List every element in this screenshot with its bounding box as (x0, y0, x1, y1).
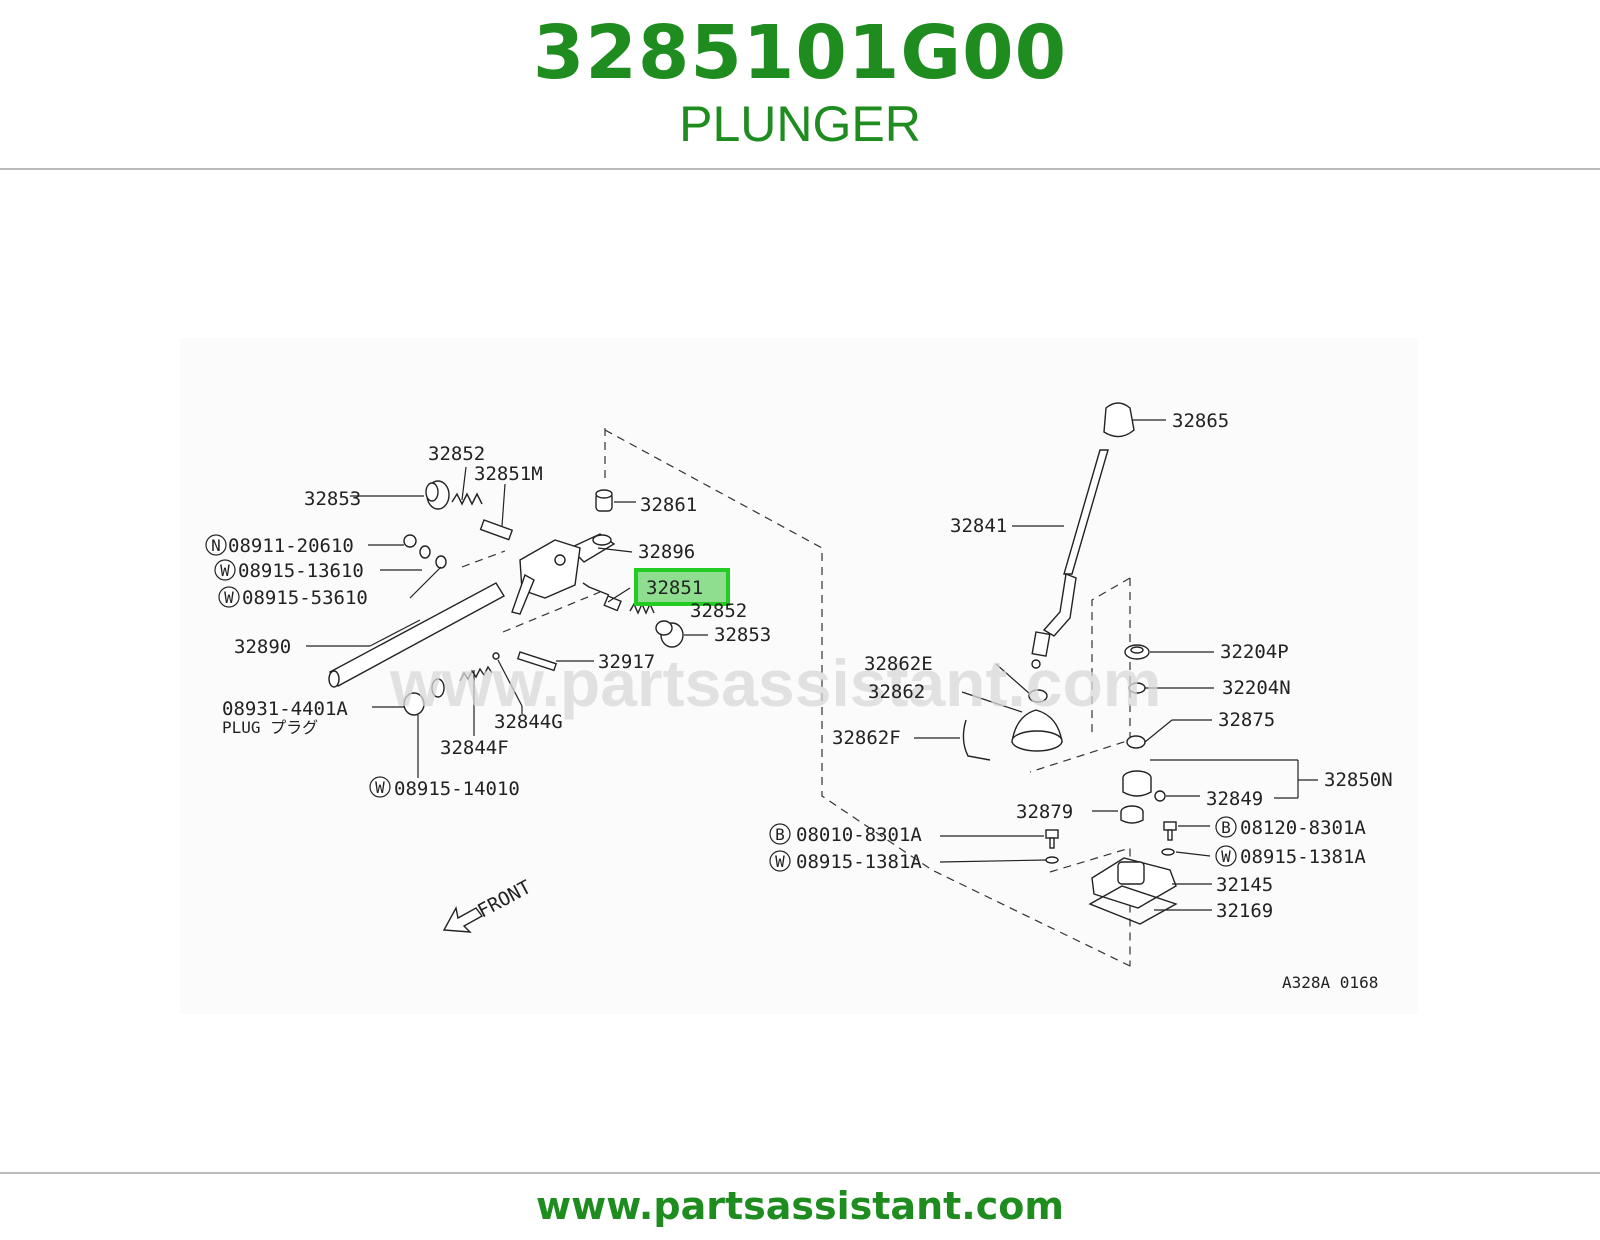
prefix-w: W (775, 852, 785, 871)
diagram-background (180, 338, 1418, 1014)
prefix-w: W (220, 561, 230, 580)
label-32851-highlighted[interactable]: 32851 (646, 577, 703, 599)
label-08120-8301a[interactable]: 08120-8301A (1240, 817, 1366, 839)
watermark: www.partsassistant.com (389, 646, 1161, 720)
prefix-circles (205, 534, 1237, 872)
prefix-b: B (1221, 818, 1231, 837)
part-name: PLUNGER (679, 96, 921, 152)
label-32875[interactable]: 32875 (1218, 709, 1275, 731)
label-08915-1381a-right[interactable]: 08915-1381A (1240, 846, 1366, 868)
label-32852-top[interactable]: 32852 (428, 443, 485, 465)
label-32204p[interactable]: 32204P (1220, 641, 1289, 663)
label-32204n[interactable]: 32204N (1222, 677, 1291, 699)
label-32861[interactable]: 32861 (640, 494, 697, 516)
footer-divider (0, 1172, 1600, 1174)
prefix-n: N (211, 536, 221, 555)
left-assembly-parts (328, 480, 684, 933)
label-32852-lower[interactable]: 32852 (690, 600, 747, 622)
label-front: FRONT (474, 876, 535, 922)
label-08010-8301a[interactable]: 08010-8301A (796, 824, 922, 846)
right-assembly-parts (962, 402, 1178, 925)
label-32145[interactable]: 32145 (1216, 874, 1273, 896)
prefix-w: W (1221, 847, 1231, 866)
label-32853-lower[interactable]: 32853 (714, 624, 771, 646)
label-08915-13610[interactable]: 08915-13610 (238, 560, 364, 582)
label-32844g[interactable]: 32844G (494, 711, 563, 733)
label-32862[interactable]: 32862 (868, 681, 925, 703)
prefix-letters: N W W W B W B W (211, 536, 1231, 871)
label-32850n[interactable]: 32850N (1324, 769, 1393, 791)
label-32841[interactable]: 32841 (950, 515, 1007, 537)
label-32917[interactable]: 32917 (598, 651, 655, 673)
label-32862f[interactable]: 32862F (832, 727, 901, 749)
label-08915-14010[interactable]: 08915-14010 (394, 778, 520, 800)
label-32169[interactable]: 32169 (1216, 900, 1273, 922)
label-32844f[interactable]: 32844F (440, 737, 509, 759)
label-32849[interactable]: 32849 (1206, 788, 1263, 810)
diagram-code: A328A 0168 (1282, 973, 1378, 992)
prefix-b: B (775, 825, 785, 844)
page-header: 3285101G00 PLUNGER (0, 0, 1600, 168)
prefix-w: W (224, 588, 234, 607)
label-32896[interactable]: 32896 (638, 541, 695, 563)
footer-url[interactable]: www.partsassistant.com (536, 1184, 1064, 1228)
part-labels[interactable]: 32852 32851M 32853 32861 08911-20610 089… (222, 410, 1393, 992)
label-plug: PLUG プラグ (222, 718, 318, 737)
label-08915-53610[interactable]: 08915-53610 (242, 587, 368, 609)
label-32862e[interactable]: 32862E (864, 653, 933, 675)
label-08911-20610[interactable]: 08911-20610 (228, 535, 354, 557)
label-08915-1381a-left[interactable]: 08915-1381A (796, 851, 922, 873)
prefix-w: W (375, 778, 385, 797)
label-32853-top[interactable]: 32853 (304, 488, 361, 510)
header-divider (0, 168, 1600, 170)
label-32851m[interactable]: 32851M (474, 463, 543, 485)
label-32865[interactable]: 32865 (1172, 410, 1229, 432)
highlight-box[interactable] (634, 568, 730, 606)
label-32879[interactable]: 32879 (1016, 801, 1073, 823)
label-32890[interactable]: 32890 (234, 636, 291, 658)
part-number: 3285101G00 (532, 10, 1068, 96)
leader-lines (306, 419, 1318, 911)
label-08931-4401a[interactable]: 08931-4401A (222, 698, 348, 720)
